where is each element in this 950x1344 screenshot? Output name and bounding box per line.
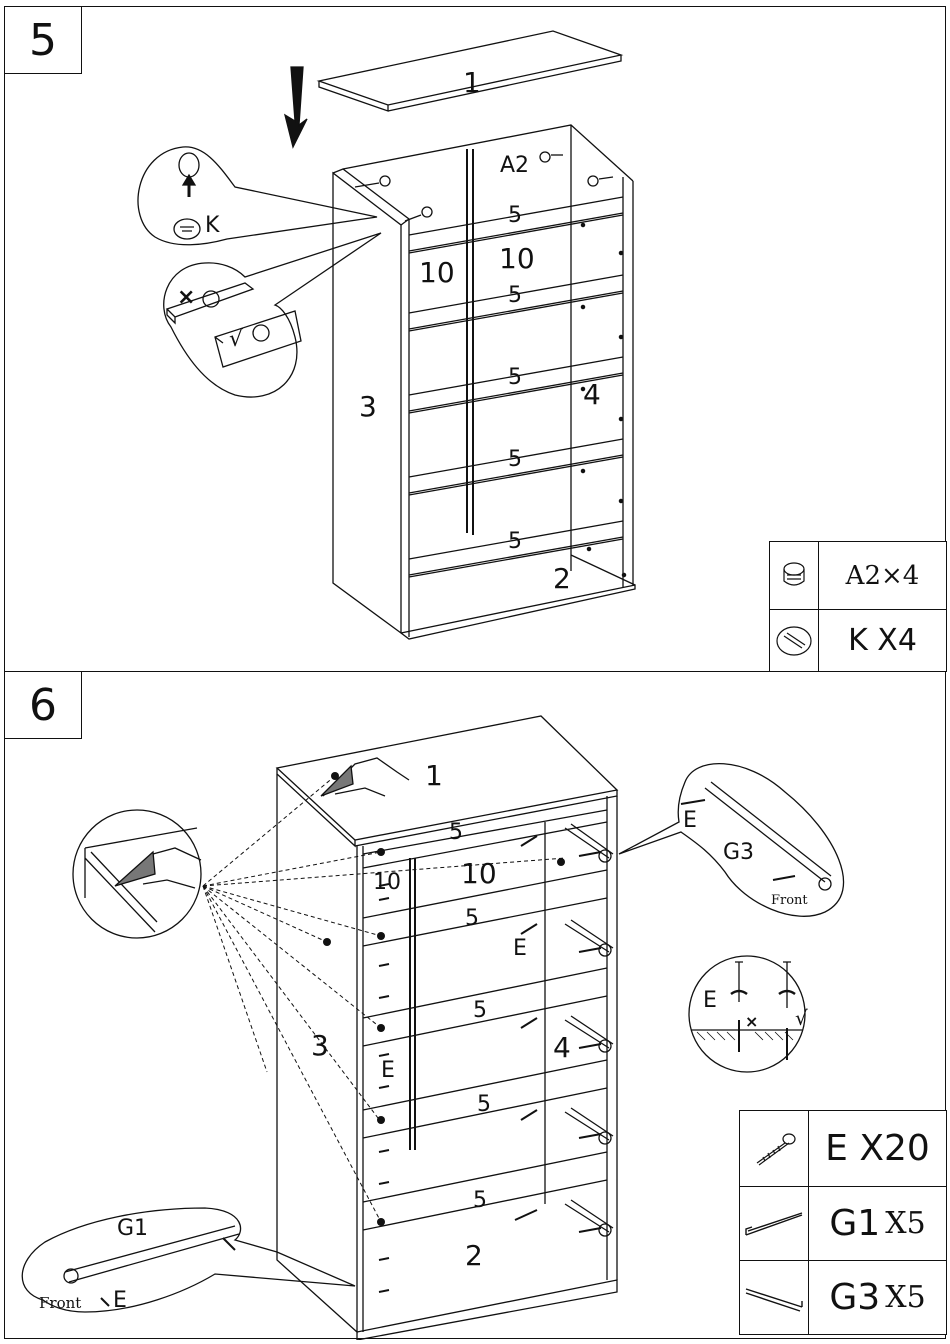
callout-orientation-bubble — [164, 233, 381, 397]
drawer-runner-g3-icon — [740, 1283, 808, 1313]
label-screw-e: E — [381, 1060, 395, 1082]
label-right-side: 4 — [583, 381, 601, 409]
part-count: X5 — [885, 1280, 925, 1315]
label-rail: 5 — [449, 822, 463, 844]
drawer-runner-g1-icon — [740, 1209, 808, 1239]
label-divider: 10 — [499, 245, 535, 273]
parts-row: G3 X5 — [740, 1261, 947, 1335]
label-rail: 5 — [508, 531, 522, 553]
down-arrow-icon — [285, 67, 307, 147]
parts-list: E X20 G1 X5 G3 X5 — [739, 1110, 947, 1335]
label-top-panel: 1 — [463, 69, 481, 97]
center-divider — [410, 858, 415, 1150]
center-divider — [467, 149, 473, 535]
label-divider: 10 — [419, 259, 455, 287]
drive-correct-mark: √ — [795, 1008, 808, 1028]
label-rail: 5 — [508, 285, 522, 307]
label-rail: 5 — [508, 205, 522, 227]
qty-e: E X20 — [809, 1128, 946, 1169]
label-divider: 10 — [461, 860, 497, 888]
label-divider: 10 — [373, 872, 401, 894]
label-cover-k: K — [205, 215, 219, 237]
label-left-side: 3 — [359, 393, 377, 421]
parts-row: E X20 — [740, 1111, 947, 1187]
parts-row: K X4 — [770, 610, 947, 672]
label-rail: 5 — [473, 1190, 487, 1212]
cam-locks — [355, 152, 613, 221]
label-right-side: 4 — [553, 1034, 571, 1062]
correct-mark: √ — [229, 329, 243, 351]
qty-k: K X4 — [819, 623, 946, 658]
label-rail: 5 — [473, 1000, 487, 1022]
g3-callout-front: Front — [771, 894, 808, 907]
installed-runners — [565, 824, 613, 1236]
label-bottom-panel: 2 — [465, 1242, 483, 1270]
part-count: X20 — [859, 1128, 929, 1169]
wrong-mark: × — [177, 287, 195, 309]
parts-row: A2×4 — [770, 542, 947, 610]
step-6-panel: 6 — [4, 671, 946, 1339]
g1-callout-front: Front — [39, 1296, 81, 1311]
label-rail: 5 — [508, 367, 522, 389]
cover-cap-icon — [174, 219, 200, 239]
parts-row: G1 X5 — [740, 1187, 947, 1261]
step-5-panel: 5 — [4, 6, 946, 672]
qty-a2: A2×4 — [819, 563, 946, 589]
parts-list: A2×4 K X4 — [769, 541, 947, 672]
label-screw-e: E — [513, 938, 527, 960]
label-left-side: 3 — [311, 1032, 329, 1060]
label-rail: 5 — [508, 449, 522, 471]
part-code: E — [825, 1128, 848, 1169]
qty-g1: G1 X5 — [809, 1203, 946, 1244]
cabinet-right-side-4 — [607, 796, 617, 1280]
part-count: X5 — [885, 1206, 925, 1241]
drive-wrong-mark: × — [745, 1014, 758, 1030]
qty-g3: G3 X5 — [809, 1277, 946, 1318]
label-rail: 5 — [465, 908, 479, 930]
label-bottom-panel: 2 — [553, 565, 571, 593]
label-cam-lock: A2 — [500, 155, 529, 177]
part-code: G1 — [829, 1203, 880, 1244]
g3-callout-code: G3 — [723, 842, 754, 864]
label-rail: 5 — [477, 1094, 491, 1116]
cam-cover-icon — [770, 624, 818, 658]
screw-icon — [740, 1131, 808, 1167]
part-code: G3 — [829, 1277, 880, 1318]
screws-e — [379, 836, 601, 1292]
cam-lock-icon — [770, 559, 818, 593]
g3-callout-e: E — [683, 810, 697, 832]
label-top-panel: 1 — [425, 762, 443, 790]
g1-callout-code: G1 — [117, 1218, 148, 1240]
g1-callout-e: E — [113, 1290, 127, 1312]
drive-callout-e: E — [703, 990, 717, 1012]
